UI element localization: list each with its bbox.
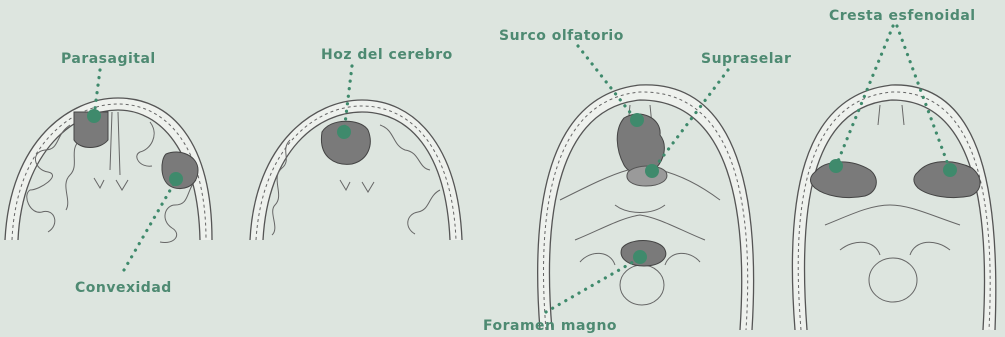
marker-parasagital [87, 109, 101, 123]
skull-base-2 [792, 85, 996, 330]
label-foramen: Foramen magno [483, 318, 617, 334]
label-convexidad: Convexidad [75, 280, 172, 296]
label-parasagital: Parasagital [61, 51, 156, 67]
marker-hoz [337, 125, 351, 139]
marker-supraselar [645, 164, 659, 178]
skull-base-1 [538, 85, 754, 330]
label-hoz: Hoz del cerebro [321, 47, 453, 63]
marker-surco [630, 113, 644, 127]
marker-cresta-right [943, 163, 957, 177]
marker-foramen [633, 250, 647, 264]
label-supraselar: Supraselar [701, 51, 791, 67]
coronal-section-2 [250, 100, 462, 240]
leader-foramen [546, 258, 640, 312]
coronal-section-1 [5, 98, 212, 243]
label-surco: Surco olfatorio [499, 28, 624, 44]
marker-convexidad [169, 172, 183, 186]
label-cresta: Cresta esfenoidal [829, 8, 976, 24]
left-sphenoid-tumor [810, 162, 876, 198]
marker-cresta-left [829, 159, 843, 173]
